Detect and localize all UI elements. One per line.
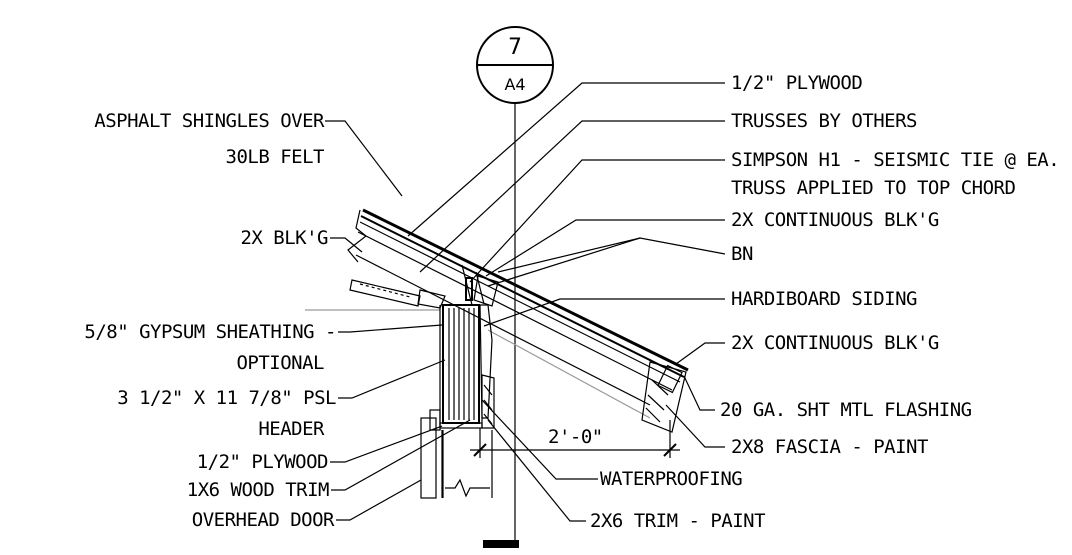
dim-tick-left: [473, 443, 487, 457]
dimension-overhang: 2'-0": [470, 420, 680, 458]
detail-tag-sheet: A4: [504, 75, 525, 94]
label-hardiboard: HARDIBOARD SIDING: [731, 288, 917, 310]
ceiling-framing: [349, 264, 499, 309]
blocking-hatch: [359, 283, 411, 298]
fascia-hatch-3: [645, 407, 661, 423]
leader-plywood-left: [330, 425, 443, 463]
leader-overhead: [336, 479, 422, 521]
label-trim-2x6: 2X6 TRIM - PAINT: [590, 510, 765, 532]
asphalt-shingles: [362, 208, 689, 372]
dim-tick-right: [663, 443, 677, 457]
leaders-bottom: [481, 399, 598, 522]
labels-left: ASPHALT SHINGLES OVER 30LB FELT 2X BLK'G…: [84, 110, 336, 531]
label-plywood-left: 1/2" PLYWOOD: [197, 451, 328, 473]
leader-flashing: [683, 375, 715, 411]
leader-bn-b: [487, 237, 641, 287]
blocking-2x-left: [349, 279, 421, 307]
wall-section: [420, 304, 495, 499]
fascia-hatch-1: [651, 379, 669, 396]
continuous-blocking: [473, 275, 499, 307]
label-simpson-line1: SIMPSON H1 - SEISMIC TIE @ EA.: [731, 149, 1059, 171]
label-fascia: 2X8 FASCIA - PAINT: [731, 436, 928, 458]
leaders-left: [325, 120, 471, 521]
leader-hardiboard: [483, 298, 725, 327]
label-psl-line1: 3 1/2" X 11 7/8" PSL: [117, 387, 336, 409]
detail-tag-number: 7: [508, 35, 522, 60]
leader-simpson: [469, 159, 725, 283]
simpson-tie: [465, 277, 473, 301]
leader-blkg-left: [330, 237, 363, 253]
label-asphalt-line2: 30LB FELT: [226, 146, 325, 168]
soffit-line: [487, 329, 651, 419]
label-bn: BN: [731, 243, 753, 265]
label-psl-line2: HEADER: [258, 418, 325, 440]
fascia-blocking: [657, 364, 683, 394]
trim-1x6: [429, 409, 441, 431]
wall-break-line: [445, 478, 490, 498]
label-plywood-right: 1/2" PLYWOOD: [731, 72, 862, 94]
roof-break-line: [347, 209, 367, 263]
leader-trusses: [419, 120, 725, 273]
leader-psl: [338, 359, 446, 399]
roof-plywood-under: [359, 221, 681, 383]
label-overhead: OVERHEAD DOOR: [192, 509, 335, 531]
truss-top-chord: [357, 231, 673, 391]
roof-assembly: [305, 208, 689, 433]
label-gypsum-line2: OPTIONAL: [236, 352, 324, 374]
label-trim-1x6: 1X6 WOOD TRIM: [187, 479, 329, 501]
label-trusses: TRUSSES BY OTHERS: [731, 110, 917, 132]
roof-plywood: [360, 215, 685, 378]
labels-bottom: WATERPROOFING 2X6 TRIM - PAINT: [590, 468, 766, 532]
label-waterproofing: WATERPROOFING: [600, 468, 742, 490]
labels-right: 1/2" PLYWOOD TRUSSES BY OTHERS SIMPSON H…: [720, 72, 1060, 458]
section-cut-end: [483, 540, 519, 548]
label-blkg-cont-1: 2X CONTINUOUS BLK'G: [731, 209, 939, 231]
leader-asphalt: [325, 120, 403, 197]
leader-fascia: [665, 404, 725, 448]
fascia-hatch-2: [647, 394, 665, 411]
label-asphalt-line1: ASPHALT SHINGLES OVER: [94, 110, 325, 132]
overhead-door: [420, 417, 437, 499]
leader-bn-a: [497, 237, 726, 273]
leader-trim-2x6: [487, 419, 586, 522]
leader-blkg-cont-2: [675, 342, 725, 365]
label-gypsum-line1: 5/8" GYPSUM SHEATHING -: [84, 321, 336, 343]
leader-waterproofing: [481, 399, 598, 480]
label-flashing: 20 GA. SHT MTL FLASHING: [720, 399, 972, 421]
leader-gypsum: [338, 324, 443, 333]
leader-trim-1x6: [331, 419, 471, 491]
label-simpson-line2: TRUSS APPLIED TO TOP CHORD: [731, 177, 1015, 199]
leader-plywood-right: [407, 82, 725, 237]
detail-tag: 7 A4: [476, 26, 554, 104]
leaders-right: [407, 82, 726, 448]
trim-hatch-1: [483, 384, 493, 396]
trim-hatch-2: [483, 399, 493, 411]
truss-top-chord-bottom: [355, 254, 651, 406]
label-blkg-cont-2: 2X CONTINUOUS BLK'G: [731, 332, 939, 354]
dimension-text: 2'-0": [548, 426, 603, 448]
leader-blkg-cont-1: [485, 219, 725, 277]
label-blkg-left: 2X BLK'G: [240, 227, 328, 249]
